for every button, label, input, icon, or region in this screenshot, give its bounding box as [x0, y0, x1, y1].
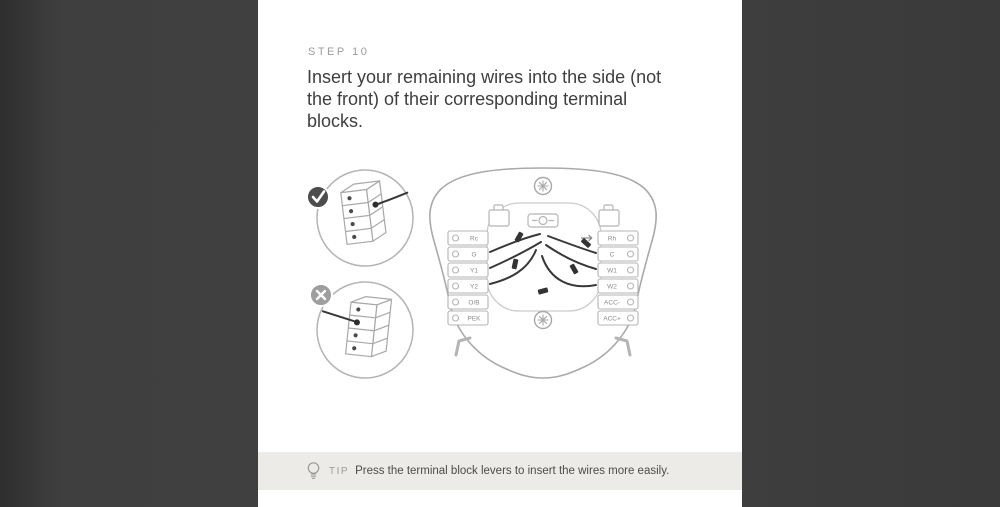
terminal-block-rc: Rc	[447, 230, 489, 246]
svg-text:Y2: Y2	[470, 283, 478, 290]
tip-label: TIP	[329, 465, 350, 477]
terminal-block-ob: O/B	[447, 294, 489, 310]
wires	[489, 233, 597, 288]
wiring-illustration: Rc G Y1 Y2 O	[306, 167, 657, 379]
terminal-column-left: Rc G Y1 Y2 O	[447, 230, 489, 326]
instruction-card: STEP 10 Insert your remaining wires into…	[258, 0, 742, 507]
check-icon	[311, 190, 326, 203]
bubble-level	[527, 213, 559, 228]
mount-tab-left	[454, 336, 472, 357]
svg-text:Rh: Rh	[608, 235, 617, 242]
tip-bar: TIP Press the terminal block levers to i…	[258, 452, 742, 490]
terminal-block-y2: Y2	[447, 278, 489, 294]
lightbulb-icon	[306, 461, 321, 481]
svg-text:O/B: O/B	[468, 299, 479, 306]
mount-tab-right	[614, 336, 632, 357]
insert-direction-arrow	[581, 234, 593, 242]
terminal-block-g: G	[447, 246, 489, 262]
svg-text:ACC-: ACC-	[604, 299, 620, 306]
terminal-block-rh: Rh	[597, 230, 639, 246]
terminal-block-w2: W2	[597, 278, 639, 294]
step-label: STEP 10	[308, 46, 370, 58]
thermostat-backplate: Rc G Y1 Y2 O	[429, 167, 657, 379]
step-heading: Insert your remaining wires into the sid…	[307, 67, 662, 131]
check-badge	[306, 185, 330, 209]
svg-text:G: G	[471, 251, 476, 258]
screw-bottom	[533, 310, 553, 330]
svg-text:Rc: Rc	[470, 235, 479, 242]
terminal-column-right: Rh C W1 W2 A	[597, 230, 639, 326]
svg-text:C: C	[610, 251, 615, 258]
svg-text:PEK: PEK	[467, 315, 481, 322]
top-clamps	[488, 204, 620, 228]
terminal-block-y1: Y1	[447, 262, 489, 278]
wire-into-side	[375, 191, 409, 206]
terminal-block-w1: W1	[597, 262, 639, 278]
terminal-block-acc-minus: ACC-	[597, 294, 639, 310]
incorrect-example	[309, 281, 414, 379]
tip-text: Press the terminal block levers to inser…	[355, 465, 670, 477]
terminal-block-c: C	[597, 246, 639, 262]
x-icon	[315, 289, 327, 301]
wire-tags	[511, 231, 591, 295]
wire-into-front	[321, 310, 358, 323]
svg-text:W2: W2	[607, 283, 617, 290]
terminal-block-acc-plus: ACC+	[597, 310, 639, 326]
correct-example	[306, 169, 414, 267]
svg-text:ACC+: ACC+	[603, 315, 621, 322]
screw-top	[533, 176, 553, 196]
svg-text:Y1: Y1	[470, 267, 478, 274]
svg-text:W1: W1	[607, 267, 617, 274]
terminal-block-pek: PEK	[447, 310, 489, 326]
